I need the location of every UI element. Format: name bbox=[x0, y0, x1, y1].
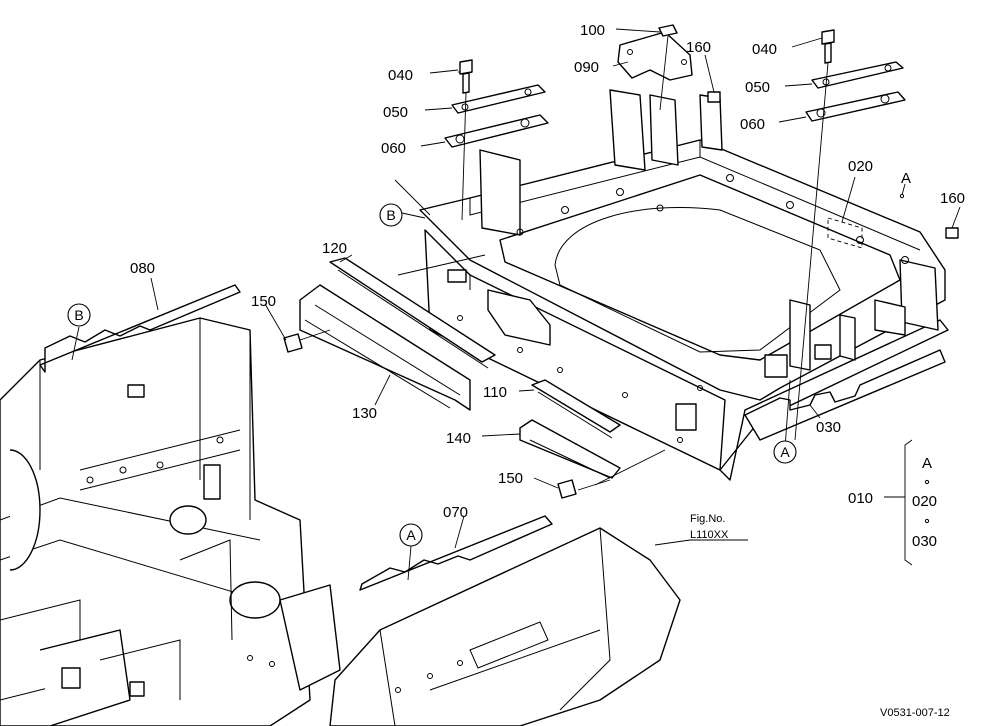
leader-lines bbox=[71, 28, 961, 581]
strip-120 bbox=[329, 257, 496, 369]
svg-text:A: A bbox=[406, 527, 416, 543]
figure-reference: Fig.No. L110XX bbox=[690, 513, 729, 541]
label-080: 080 bbox=[130, 260, 155, 277]
label-150-a: 150 bbox=[251, 293, 276, 310]
bolt-150-b bbox=[557, 479, 577, 499]
ref-markers: A B B A A bbox=[67, 170, 911, 547]
assembly-legend: 010 A 020 030 bbox=[848, 439, 937, 566]
label-100: 100 bbox=[580, 22, 605, 39]
fastener-set-right bbox=[794, 29, 906, 441]
label-060-b: 060 bbox=[740, 116, 765, 133]
strip-080 bbox=[39, 284, 241, 373]
label-040-b: 040 bbox=[752, 41, 777, 58]
figure-line-2: L110XX bbox=[690, 529, 729, 541]
label-030: 030 bbox=[816, 419, 841, 436]
label-130: 130 bbox=[352, 405, 377, 422]
clip-160-b bbox=[945, 227, 959, 239]
label-150-b: 150 bbox=[498, 470, 523, 487]
svg-text:A: A bbox=[780, 444, 790, 460]
ref-a-top: A bbox=[901, 170, 911, 187]
label-020: 020 bbox=[848, 158, 873, 175]
legend-main: 010 bbox=[848, 490, 873, 507]
bolt-150-a bbox=[283, 333, 303, 353]
label-070: 070 bbox=[443, 504, 468, 521]
label-160-b: 160 bbox=[940, 190, 965, 207]
fastener-set-left bbox=[444, 59, 549, 221]
label-050-a: 050 bbox=[383, 104, 408, 121]
cover-130 bbox=[299, 284, 471, 411]
ref-a-low: A bbox=[399, 523, 423, 547]
legend-ref: A bbox=[922, 455, 932, 472]
strip-110 bbox=[531, 379, 621, 439]
label-050-b: 050 bbox=[745, 79, 770, 96]
cover-140 bbox=[519, 419, 621, 479]
chassis-frame bbox=[0, 317, 341, 726]
label-060-a: 060 bbox=[381, 140, 406, 157]
ref-b-top: B bbox=[379, 203, 403, 227]
ref-b-left: B bbox=[67, 303, 91, 327]
strip-070 bbox=[359, 515, 553, 591]
svg-text:B: B bbox=[74, 307, 83, 323]
fender-cover bbox=[329, 527, 681, 726]
bracket-090 bbox=[617, 31, 693, 81]
svg-text:B: B bbox=[386, 207, 395, 223]
clip-160-a bbox=[707, 91, 721, 103]
legend-sub1: 020 bbox=[912, 493, 937, 510]
label-110: 110 bbox=[483, 384, 507, 401]
label-120: 120 bbox=[322, 240, 347, 257]
main-frame bbox=[419, 89, 949, 481]
label-140: 140 bbox=[446, 430, 471, 447]
ref-a-mid: A bbox=[773, 440, 797, 464]
drawing-id: V0531-007-12 bbox=[880, 707, 950, 719]
legend-sub2: 030 bbox=[912, 533, 937, 550]
figure-line-1: Fig.No. bbox=[690, 513, 725, 525]
label-160-a: 160 bbox=[686, 39, 711, 56]
label-040-a: 040 bbox=[388, 67, 413, 84]
nut-100 bbox=[658, 24, 678, 111]
label-090: 090 bbox=[574, 59, 599, 76]
part-labels: 040 050 060 100 090 160 040 050 060 020 … bbox=[130, 22, 965, 521]
